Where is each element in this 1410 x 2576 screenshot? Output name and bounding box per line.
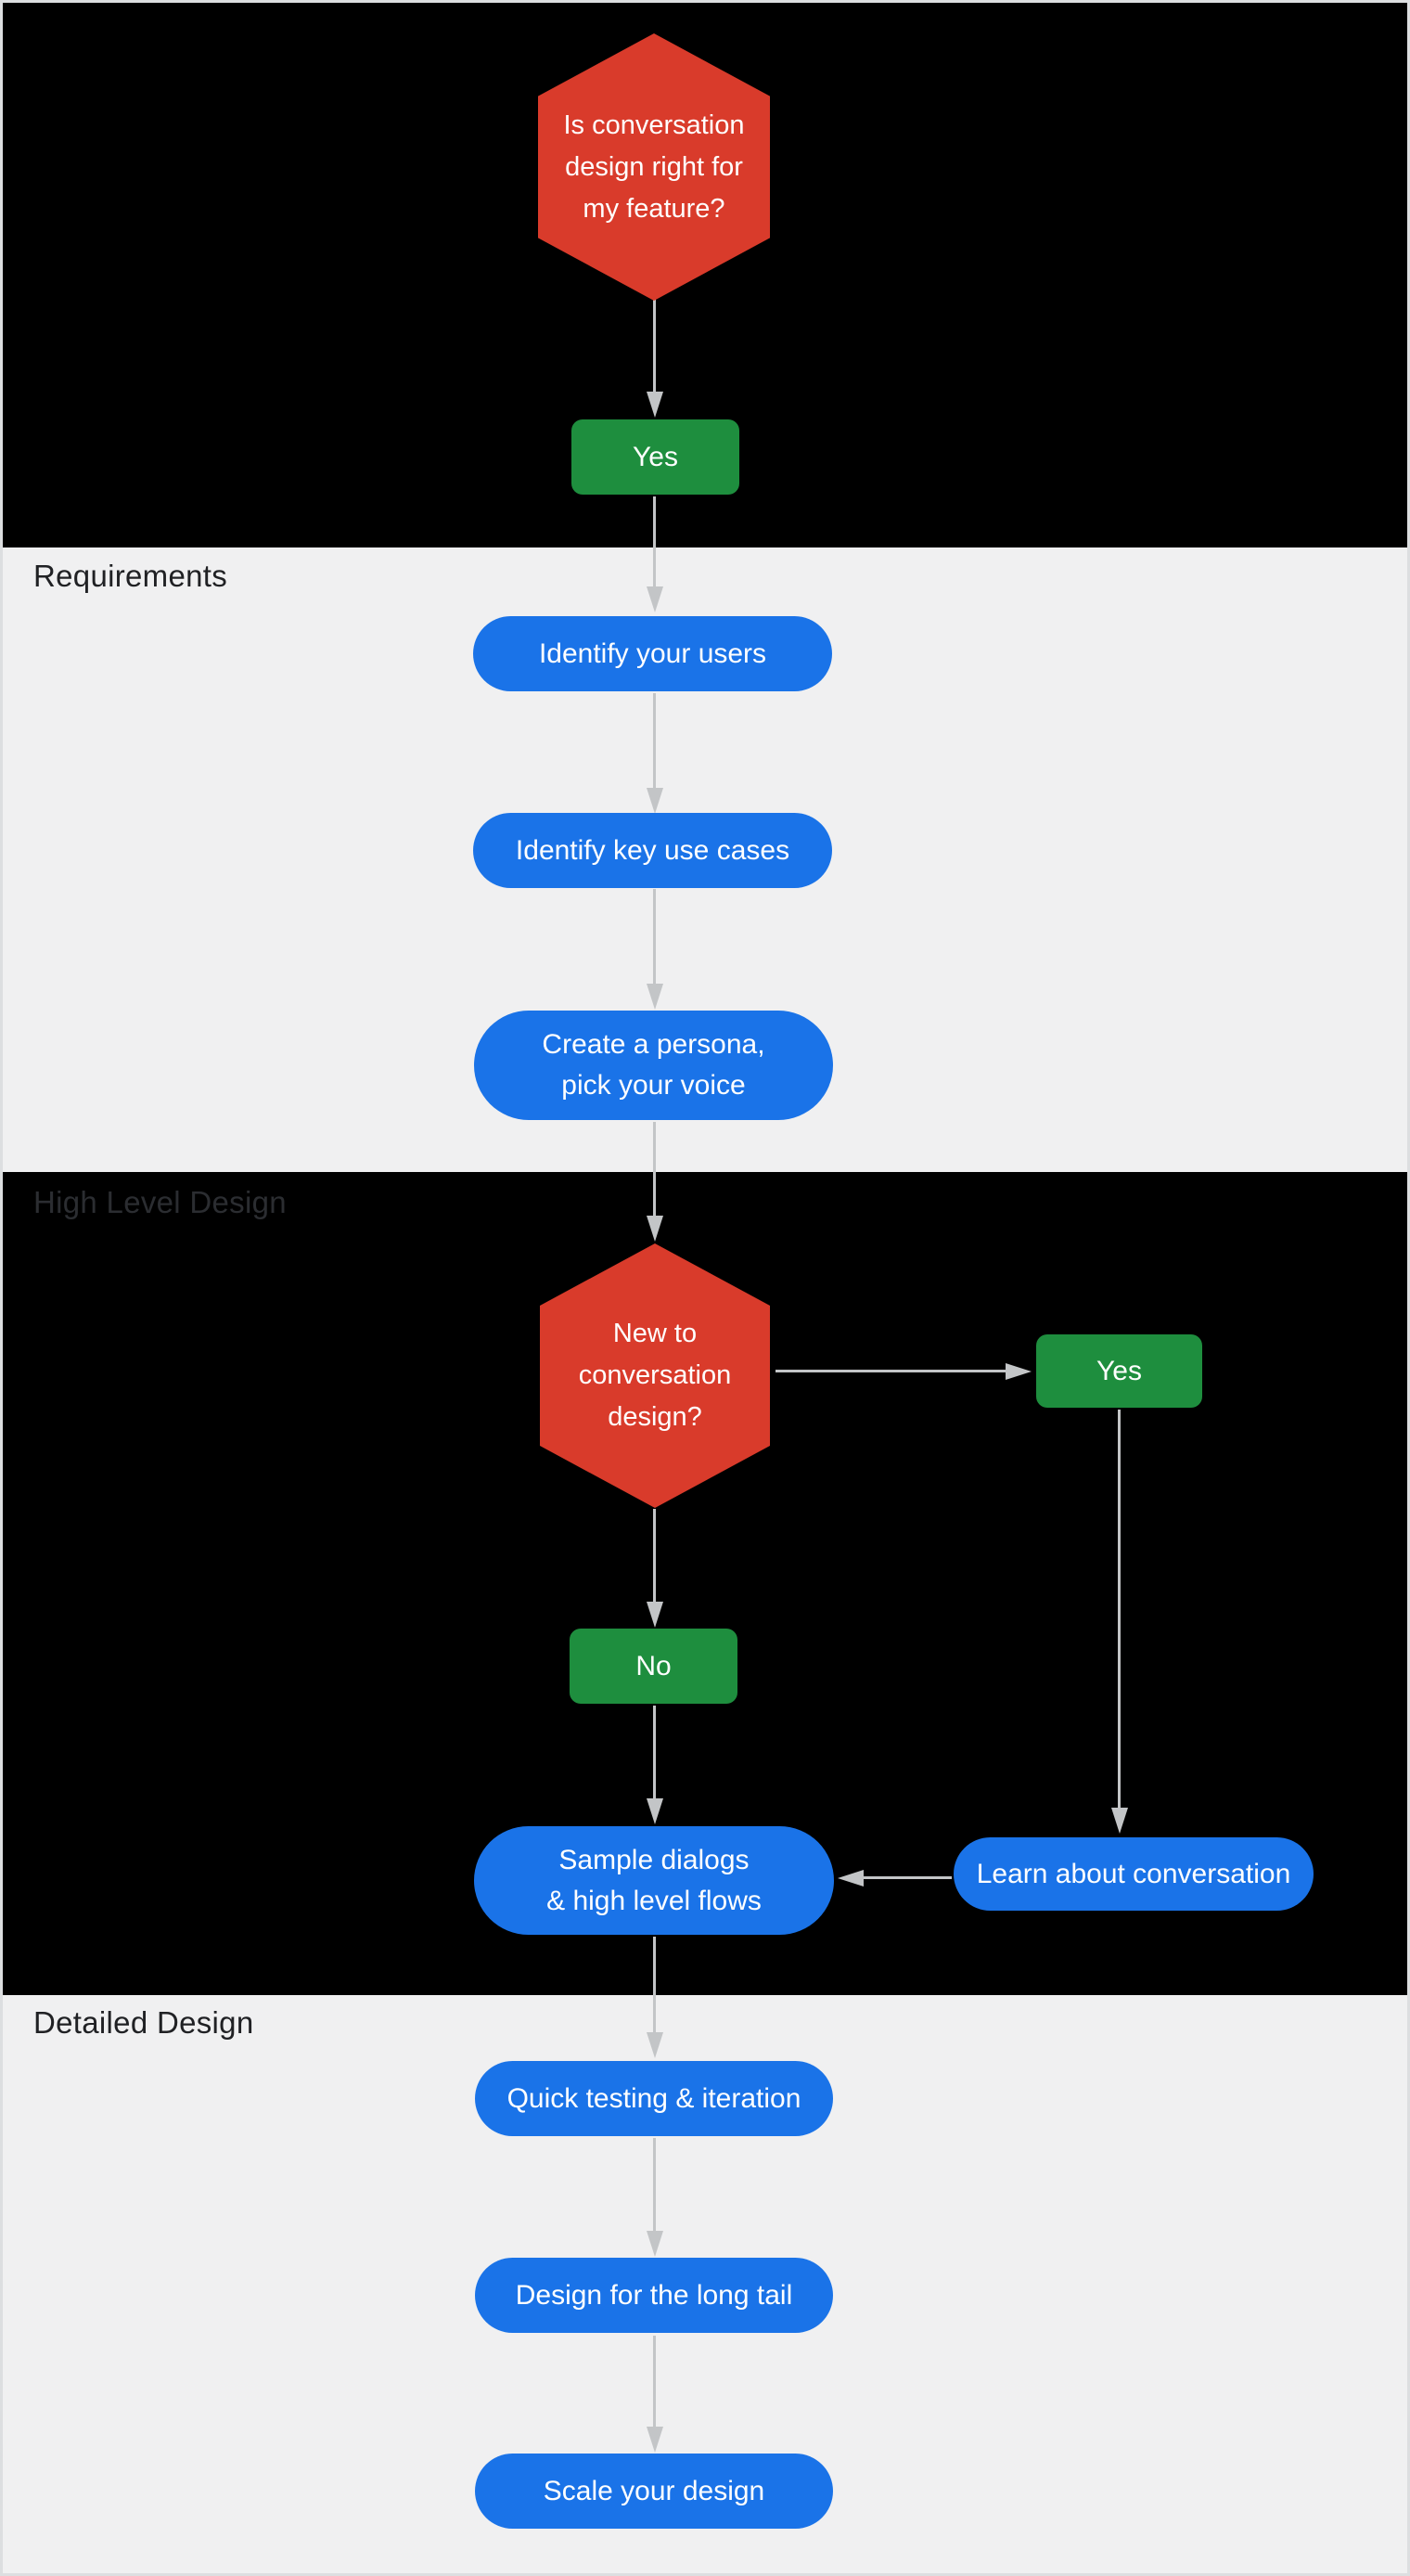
arrow-identify-users-to-use-cases <box>646 693 663 814</box>
decision-new-to-conversation-design: New to conversation design? <box>540 1243 770 1508</box>
yes-node-1: Yes <box>571 419 739 495</box>
yes-node-2: Yes <box>1036 1334 1202 1408</box>
arrow-yes-to-identify-users <box>646 496 663 612</box>
arrow-no-to-sample-dialogs <box>646 1706 663 1824</box>
arrow-quick-testing-to-long-tail <box>646 2138 663 2257</box>
arrow-sample-dialogs-to-quick-testing <box>646 1937 663 2058</box>
step-learn-about-conversation: Learn about conversation <box>954 1837 1314 1911</box>
arrow-decision-fit-to-yes <box>646 299 663 418</box>
step-design-for-long-tail: Design for the long tail <box>475 2258 833 2333</box>
arrow-decision-new-to-no <box>646 1509 663 1628</box>
arrow-decision-new-to-yes <box>776 1362 1032 1380</box>
step-scale-your-design: Scale your design <box>475 2454 833 2529</box>
section-label-detailed-design: Detailed Design <box>33 2005 254 2040</box>
no-node: No <box>570 1629 737 1704</box>
step-create-persona-pick-voice: Create a persona, pick your voice <box>474 1011 833 1120</box>
arrow-long-tail-to-scale <box>646 2336 663 2453</box>
arrow-use-cases-to-persona <box>646 889 663 1010</box>
decision-is-conversation-design-right: Is conversation design right for my feat… <box>538 33 770 301</box>
section-label-requirements: Requirements <box>33 559 228 593</box>
step-identify-key-use-cases: Identify key use cases <box>473 813 832 888</box>
arrow-yes-to-learn-conversation <box>1110 1410 1128 1834</box>
section-label-high-level-design: High Level Design <box>33 1185 287 1219</box>
step-quick-testing-iteration: Quick testing & iteration <box>475 2061 833 2136</box>
step-sample-dialogs-high-level-flows: Sample dialogs & high level flows <box>474 1826 834 1935</box>
arrow-learn-to-sample-dialogs <box>838 1869 952 1887</box>
arrow-persona-to-decision-new <box>646 1122 663 1242</box>
step-identify-your-users: Identify your users <box>473 616 832 691</box>
